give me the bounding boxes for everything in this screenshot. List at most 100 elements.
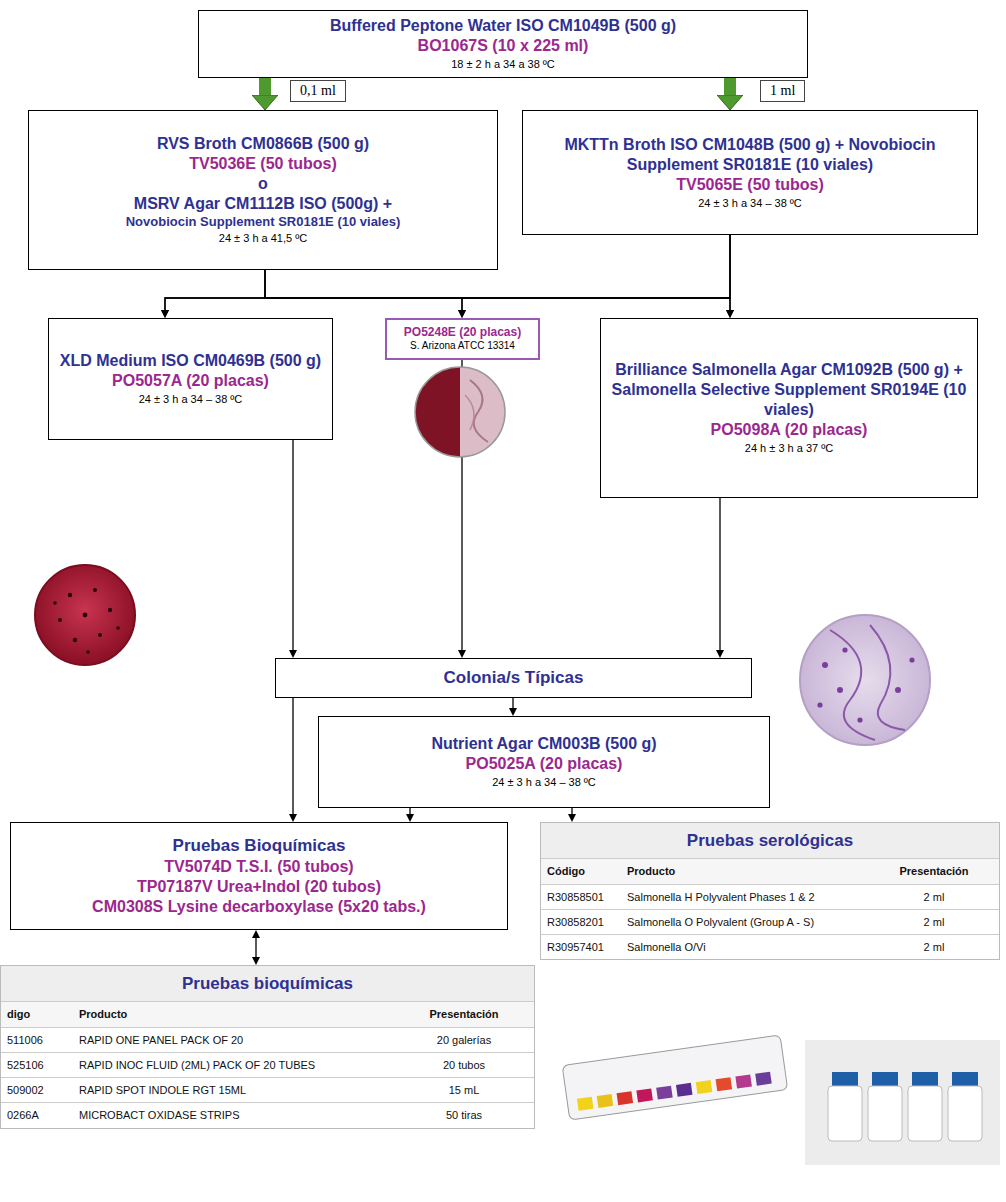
bottle-body	[828, 1086, 862, 1141]
box-text: CM0308S Lysine decarboxylase (5x20 tabs.…	[92, 897, 426, 917]
streak-line	[465, 395, 474, 430]
colony-dot	[895, 687, 901, 693]
colony-dot	[53, 601, 57, 605]
box-text: 18 ± 2 h a 34 a 38 ºC	[451, 58, 555, 72]
colony-dot	[86, 650, 90, 654]
panel-well	[656, 1086, 673, 1100]
colony-dot	[817, 702, 822, 707]
panel-well	[716, 1077, 733, 1091]
table-cell: 509002	[1, 1077, 73, 1102]
table-grid: digoProductoPresentación511006RAPID ONE …	[1, 1001, 534, 1127]
colony-dot	[842, 647, 847, 652]
connector-arrow	[512, 698, 513, 708]
box-text: Novobiocin Supplement SR0181E (10 viales…	[126, 214, 401, 230]
edge-label: 0,1 ml	[290, 80, 346, 102]
box-text: PO5248E (20 placas)	[404, 325, 521, 340]
bottle-body	[948, 1086, 982, 1141]
table-grid: CódigoProductoPresentaciónR30858501Salmo…	[541, 858, 999, 959]
connector-arrow	[409, 808, 410, 814]
connector-arrow	[571, 808, 572, 814]
bottle-cap	[832, 1072, 858, 1086]
streak-line	[470, 380, 488, 442]
table-cell: Presentación	[869, 858, 999, 883]
table-title: Pruebas serológicas	[541, 823, 999, 858]
sample-transfer-arrow	[259, 78, 271, 95]
plate-half	[460, 367, 505, 457]
panel-well	[617, 1091, 634, 1105]
panel-well	[676, 1083, 693, 1097]
box-text: o	[258, 174, 268, 194]
box-text: MSRV Agar CM1112B ISO (500g) +	[134, 194, 392, 214]
box-text: 24 ± 3 h a 41,5 ºC	[219, 232, 307, 246]
table-cell: Salmonella O/Vi	[621, 934, 869, 959]
connector-arrow	[292, 698, 293, 814]
bottle-cap	[872, 1072, 898, 1086]
box-text: 24 ± 3 h a 34 – 38 ºC	[698, 197, 802, 211]
table-cell: 20 galerías	[394, 1027, 534, 1052]
bottle-cap	[912, 1072, 938, 1086]
colony-dot	[837, 687, 843, 693]
process-box: Colonia/s Típicas	[275, 658, 752, 698]
box-text: TV5065E (50 tubos)	[676, 175, 824, 195]
connector-arrow	[265, 270, 462, 310]
table-title: Pruebas bioquímicas	[1, 966, 534, 1001]
table-cell: R30858501	[541, 884, 621, 909]
bottle-cap	[952, 1072, 978, 1086]
colony-dot	[108, 608, 112, 612]
table-cell: RAPID INOC FLUID (2ML) PACK OF 20 TUBES	[73, 1052, 394, 1077]
table-cell: Producto	[621, 858, 869, 883]
box-text: Brilliance Salmonella Agar CM1092B (500 …	[611, 360, 967, 420]
colony-dot	[857, 717, 862, 722]
table-cell: 50 tiras	[394, 1102, 534, 1127]
colony-dot	[98, 633, 102, 637]
box-text: TV5036E (50 tubos)	[189, 154, 337, 174]
colony-dot	[83, 613, 88, 618]
process-box: Nutrient Agar CM003B (500 g)PO5025A (20 …	[318, 716, 770, 808]
table-cell: 2 ml	[869, 934, 999, 959]
connector-arrow	[265, 270, 730, 310]
rapid-panel	[562, 1035, 788, 1120]
table-panel: Pruebas serológicasCódigoProductoPresent…	[540, 822, 1000, 960]
box-text: XLD Medium ISO CM0469B (500 g)	[60, 351, 321, 371]
table-cell: Presentación	[394, 1001, 534, 1026]
table-cell: R30957401	[541, 934, 621, 959]
box-text: PO5057A (20 placas)	[112, 371, 269, 391]
connector-arrow	[462, 235, 730, 310]
connector-arrow	[719, 498, 720, 650]
table-cell: 0266A	[1, 1102, 73, 1127]
photo-ground	[805, 1040, 1000, 1165]
panel-well	[636, 1088, 653, 1102]
streak-line	[830, 630, 875, 740]
plate-rim	[415, 367, 505, 457]
sample-transfer-arrow	[724, 78, 736, 95]
table-cell: 525106	[1, 1052, 73, 1077]
table-cell: MICROBACT OXIDASE STRIPS	[73, 1102, 394, 1127]
table-cell: 511006	[1, 1027, 73, 1052]
box-text: TP07187V Urea+Indol (20 tubos)	[137, 877, 381, 897]
table-cell: RAPID SPOT INDOLE RGT 15ML	[73, 1077, 394, 1102]
table-cell: 20 tubos	[394, 1052, 534, 1077]
panel-well	[597, 1094, 614, 1108]
connector-arrow	[729, 235, 730, 310]
process-box: MKTTn Broth ISO CM1048B (500 g) + Novobi…	[522, 110, 978, 235]
table-cell: RAPID ONE PANEL PACK OF 20	[73, 1027, 394, 1052]
process-box: RVS Broth CM0866B (500 g)TV5036E (50 tub…	[28, 110, 498, 270]
table-cell: 2 ml	[869, 884, 999, 909]
table-cell: 2 ml	[869, 909, 999, 934]
panel-well	[735, 1074, 752, 1088]
xld-plate	[35, 565, 135, 665]
table-panel: Pruebas bioquímicasdigoProductoPresentac…	[0, 965, 535, 1129]
brilliance-plate	[800, 615, 930, 745]
table-cell: Código	[541, 858, 621, 883]
edge-label: 1 ml	[760, 80, 805, 102]
box-text: 24 ± 3 h a 34 – 38 ºC	[139, 393, 243, 407]
colony-dot	[822, 662, 828, 668]
table-cell: R30858201	[541, 909, 621, 934]
colony-dot	[73, 638, 77, 642]
box-text: S. Arizona ATCC 13314	[410, 340, 515, 353]
table-cell: 15 mL	[394, 1077, 534, 1102]
process-box: XLD Medium ISO CM0469B (500 g)PO5057A (2…	[48, 318, 333, 440]
box-text: PO5025A (20 placas)	[466, 754, 623, 774]
colony-dot	[909, 657, 914, 662]
